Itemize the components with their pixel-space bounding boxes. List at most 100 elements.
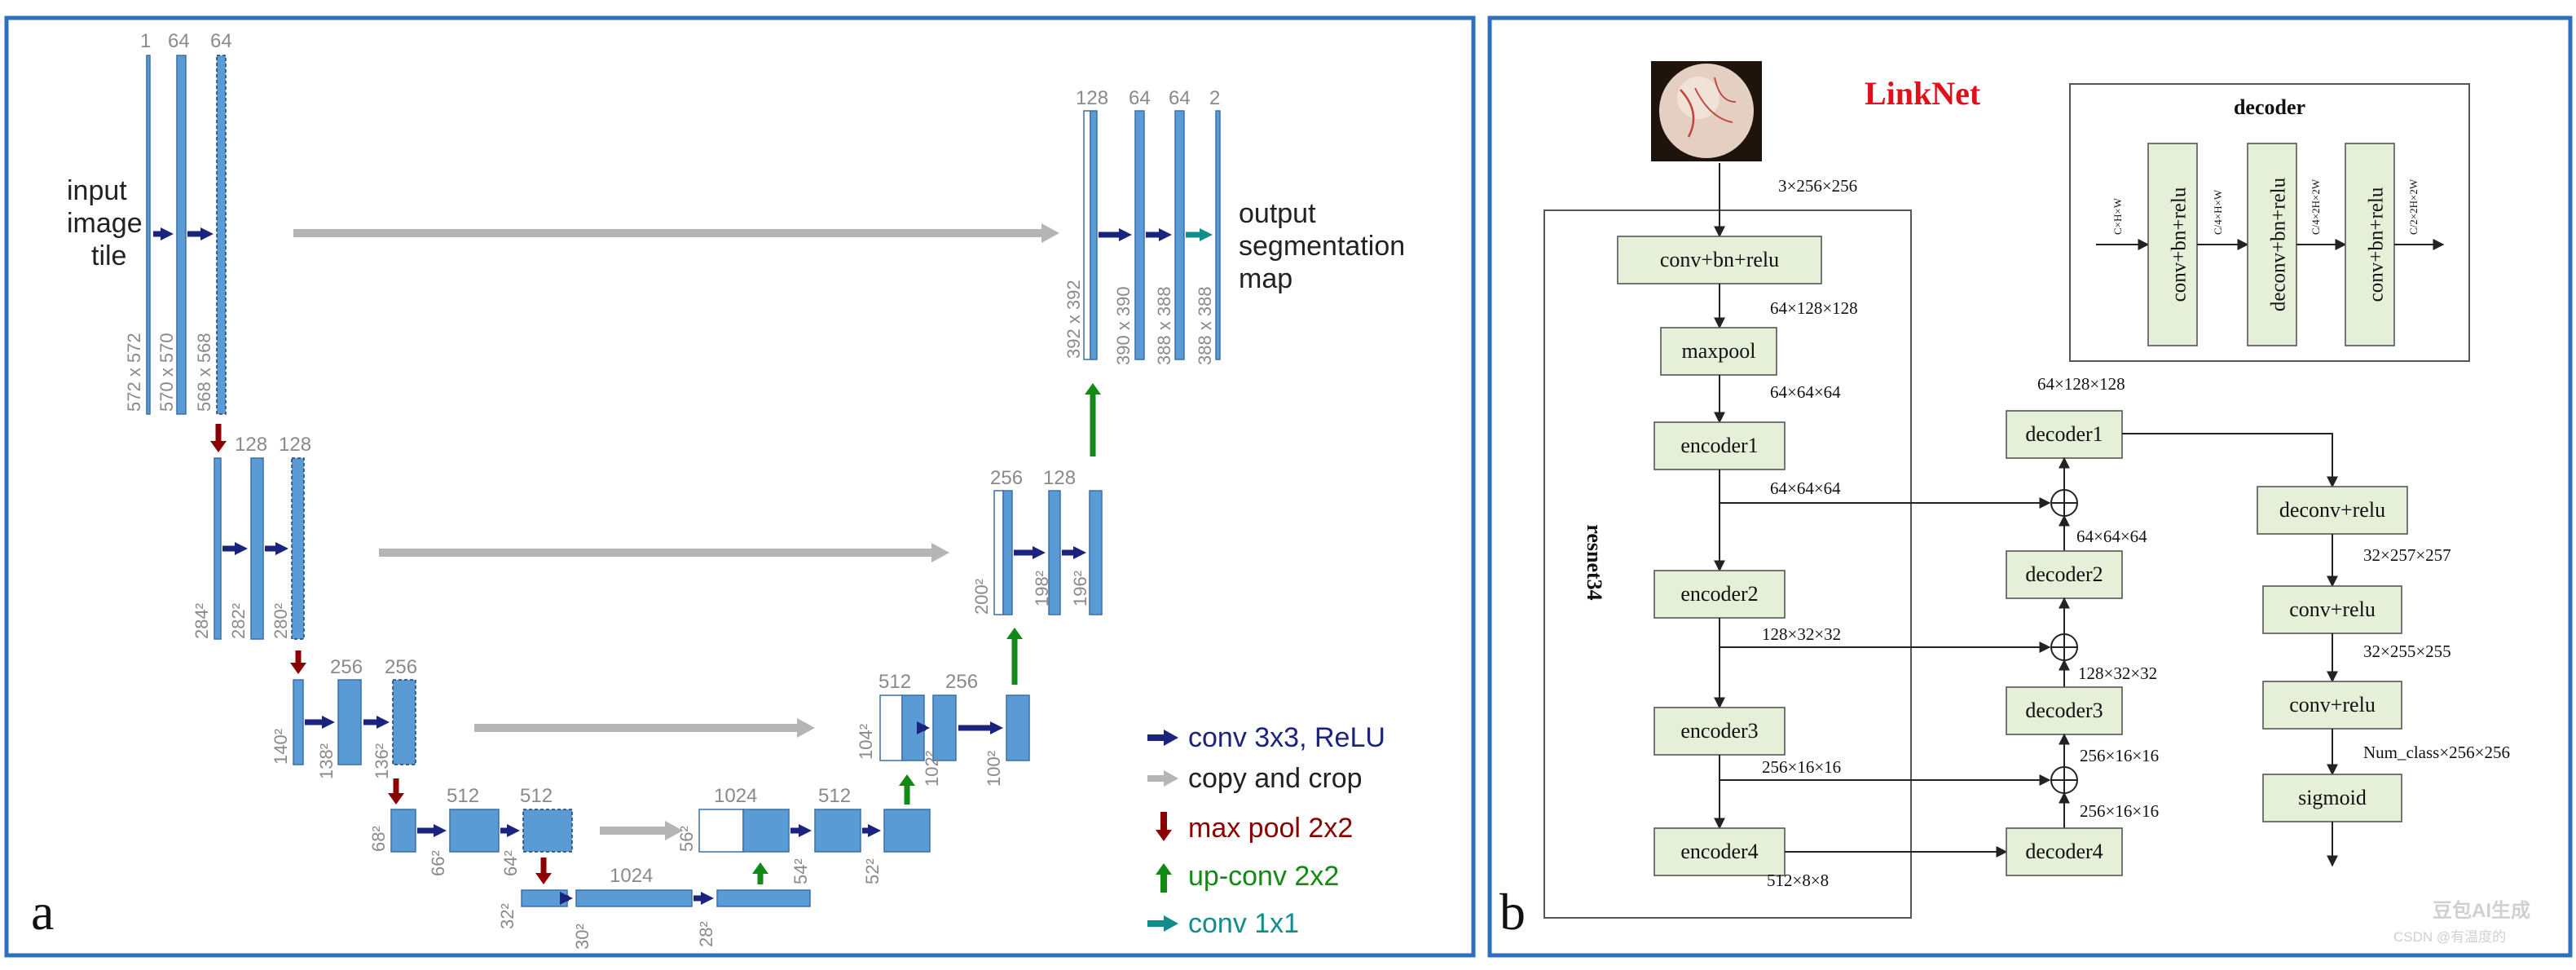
channel-label: 1024 [714,785,757,807]
channel-label: 64 [210,30,232,52]
up-conv-arrow [1006,628,1023,685]
size-label: 388 x 388 [1195,286,1215,365]
dim-decoder1-in: 64×128×128 [2037,374,2125,394]
node-deconv-relu-label: deconv+relu [2279,498,2385,522]
feature-map [1174,110,1185,360]
feature-map [1134,110,1145,360]
channel-label: 64 [168,30,190,52]
dim-deconv-out: 32×257×257 [2363,545,2451,565]
node-decoder4 [2006,827,2123,876]
size-label: 54² [790,858,811,884]
up-conv-arrow [899,774,915,805]
feature-map [449,809,500,853]
conv-arrow [1062,546,1086,559]
decoder-block-dim-4: C/2×2H×2W [2407,179,2420,235]
output-label-line-3: map [1239,263,1292,294]
dim-after-conv: 64×128×128 [1770,298,1858,318]
size-label: 572 x 572 [124,333,144,412]
feature-map [716,889,811,907]
size-label: 388 x 388 [1154,286,1174,365]
legend-label: conv 3x3, ReLU [1188,722,1385,753]
channel-label: 256 [990,467,1023,489]
feature-map [390,809,416,853]
feature-map [250,457,264,640]
node-sigmoid-label: sigmoid [2298,786,2367,809]
legend-item-conv1x1: conv 1x1 [1147,908,1299,939]
conv-arrow [265,542,288,555]
feature-map [146,55,151,415]
size-label: 32² [497,903,517,929]
size-label: 200² [971,579,992,615]
feature-map [176,55,187,415]
decoder-block-dim-3: C/4×2H×2W [2310,179,2322,235]
feature-map [522,809,573,853]
output-label-line-1: output [1239,198,1316,229]
channel-label: 512 [878,671,911,693]
panel-b-letter: b [1499,883,1526,941]
max-pool-arrow [535,858,552,884]
node-deconv-relu [2257,486,2408,535]
channel-label: 2 [1209,87,1220,109]
size-label: 100² [984,751,1004,787]
feature-map [1006,694,1030,761]
feature-map [879,694,903,761]
node-encoder2 [1653,570,1786,619]
input-image-thumbnail [1651,61,1762,161]
feature-map [883,809,931,853]
conv-arrow [153,227,174,240]
channel-label: 128 [1043,467,1076,489]
size-label: 392 x 392 [1063,280,1084,359]
feature-map [1083,110,1091,360]
feature-map [932,694,957,761]
node-maxpool [1660,327,1777,376]
size-label: 102² [922,751,942,787]
feature-map [214,457,222,640]
conv-arrow [305,716,335,729]
copy-crop-arrow [379,543,949,562]
size-label: 282² [228,603,249,639]
channel-label: 256 [385,656,417,678]
conv-arrow [1014,546,1046,559]
watermark-line-2: CSDN @有温度的 [2393,929,2506,945]
feature-map [575,889,693,907]
node-encoder3 [1653,707,1786,756]
node-encoder1-label: encoder1 [1680,434,1758,457]
size-label: 284² [192,603,212,639]
feature-map [291,457,305,640]
feature-map [742,809,790,853]
channel-label: 64 [1129,87,1151,109]
sum-node-1 [2050,489,2078,517]
node-sigmoid [2262,774,2402,822]
feature-map [1090,110,1098,360]
legend-item-upconv: up-conv 2x2 [1156,861,1339,893]
conv-arrow [1146,228,1172,241]
node-encoder4-label: encoder4 [1680,840,1758,863]
decoder-block-box-2 [2247,143,2297,346]
max-pool-arrow [210,424,227,452]
conv-arrow [500,824,520,837]
watermark: 豆包AI生成 CSDN @有温度的 [2393,899,2530,945]
dim-conv1-out: 32×255×255 [2363,642,2451,661]
size-label: 136² [372,743,392,779]
node-decoder1-label: decoder1 [2025,422,2103,446]
legend-label: conv 1x1 [1188,908,1299,939]
copy-crop-arrow [600,821,683,840]
legend-label: copy and crop [1188,763,1363,794]
feature-map [337,679,362,765]
decoder-block-title: decoder [2234,95,2305,119]
decoder-block-box-1 [2147,143,2198,346]
channel-label: 512 [520,785,553,807]
size-label: 104² [856,724,876,760]
channel-label: 128 [235,434,267,456]
node-conv-relu-1-label: conv+relu [2289,597,2376,621]
size-label: 140² [271,729,291,765]
dim-d4-out: 256×16×16 [2080,801,2159,821]
conv-arrow [694,892,714,905]
node-encoder4 [1653,827,1786,876]
size-label: 390 x 390 [1113,286,1134,365]
decoder-block-box-3-label: conv+bn+relu [2366,187,2388,302]
conv-arrow [417,824,447,837]
watermark-line-1: 豆包AI生成 [2433,899,2530,922]
